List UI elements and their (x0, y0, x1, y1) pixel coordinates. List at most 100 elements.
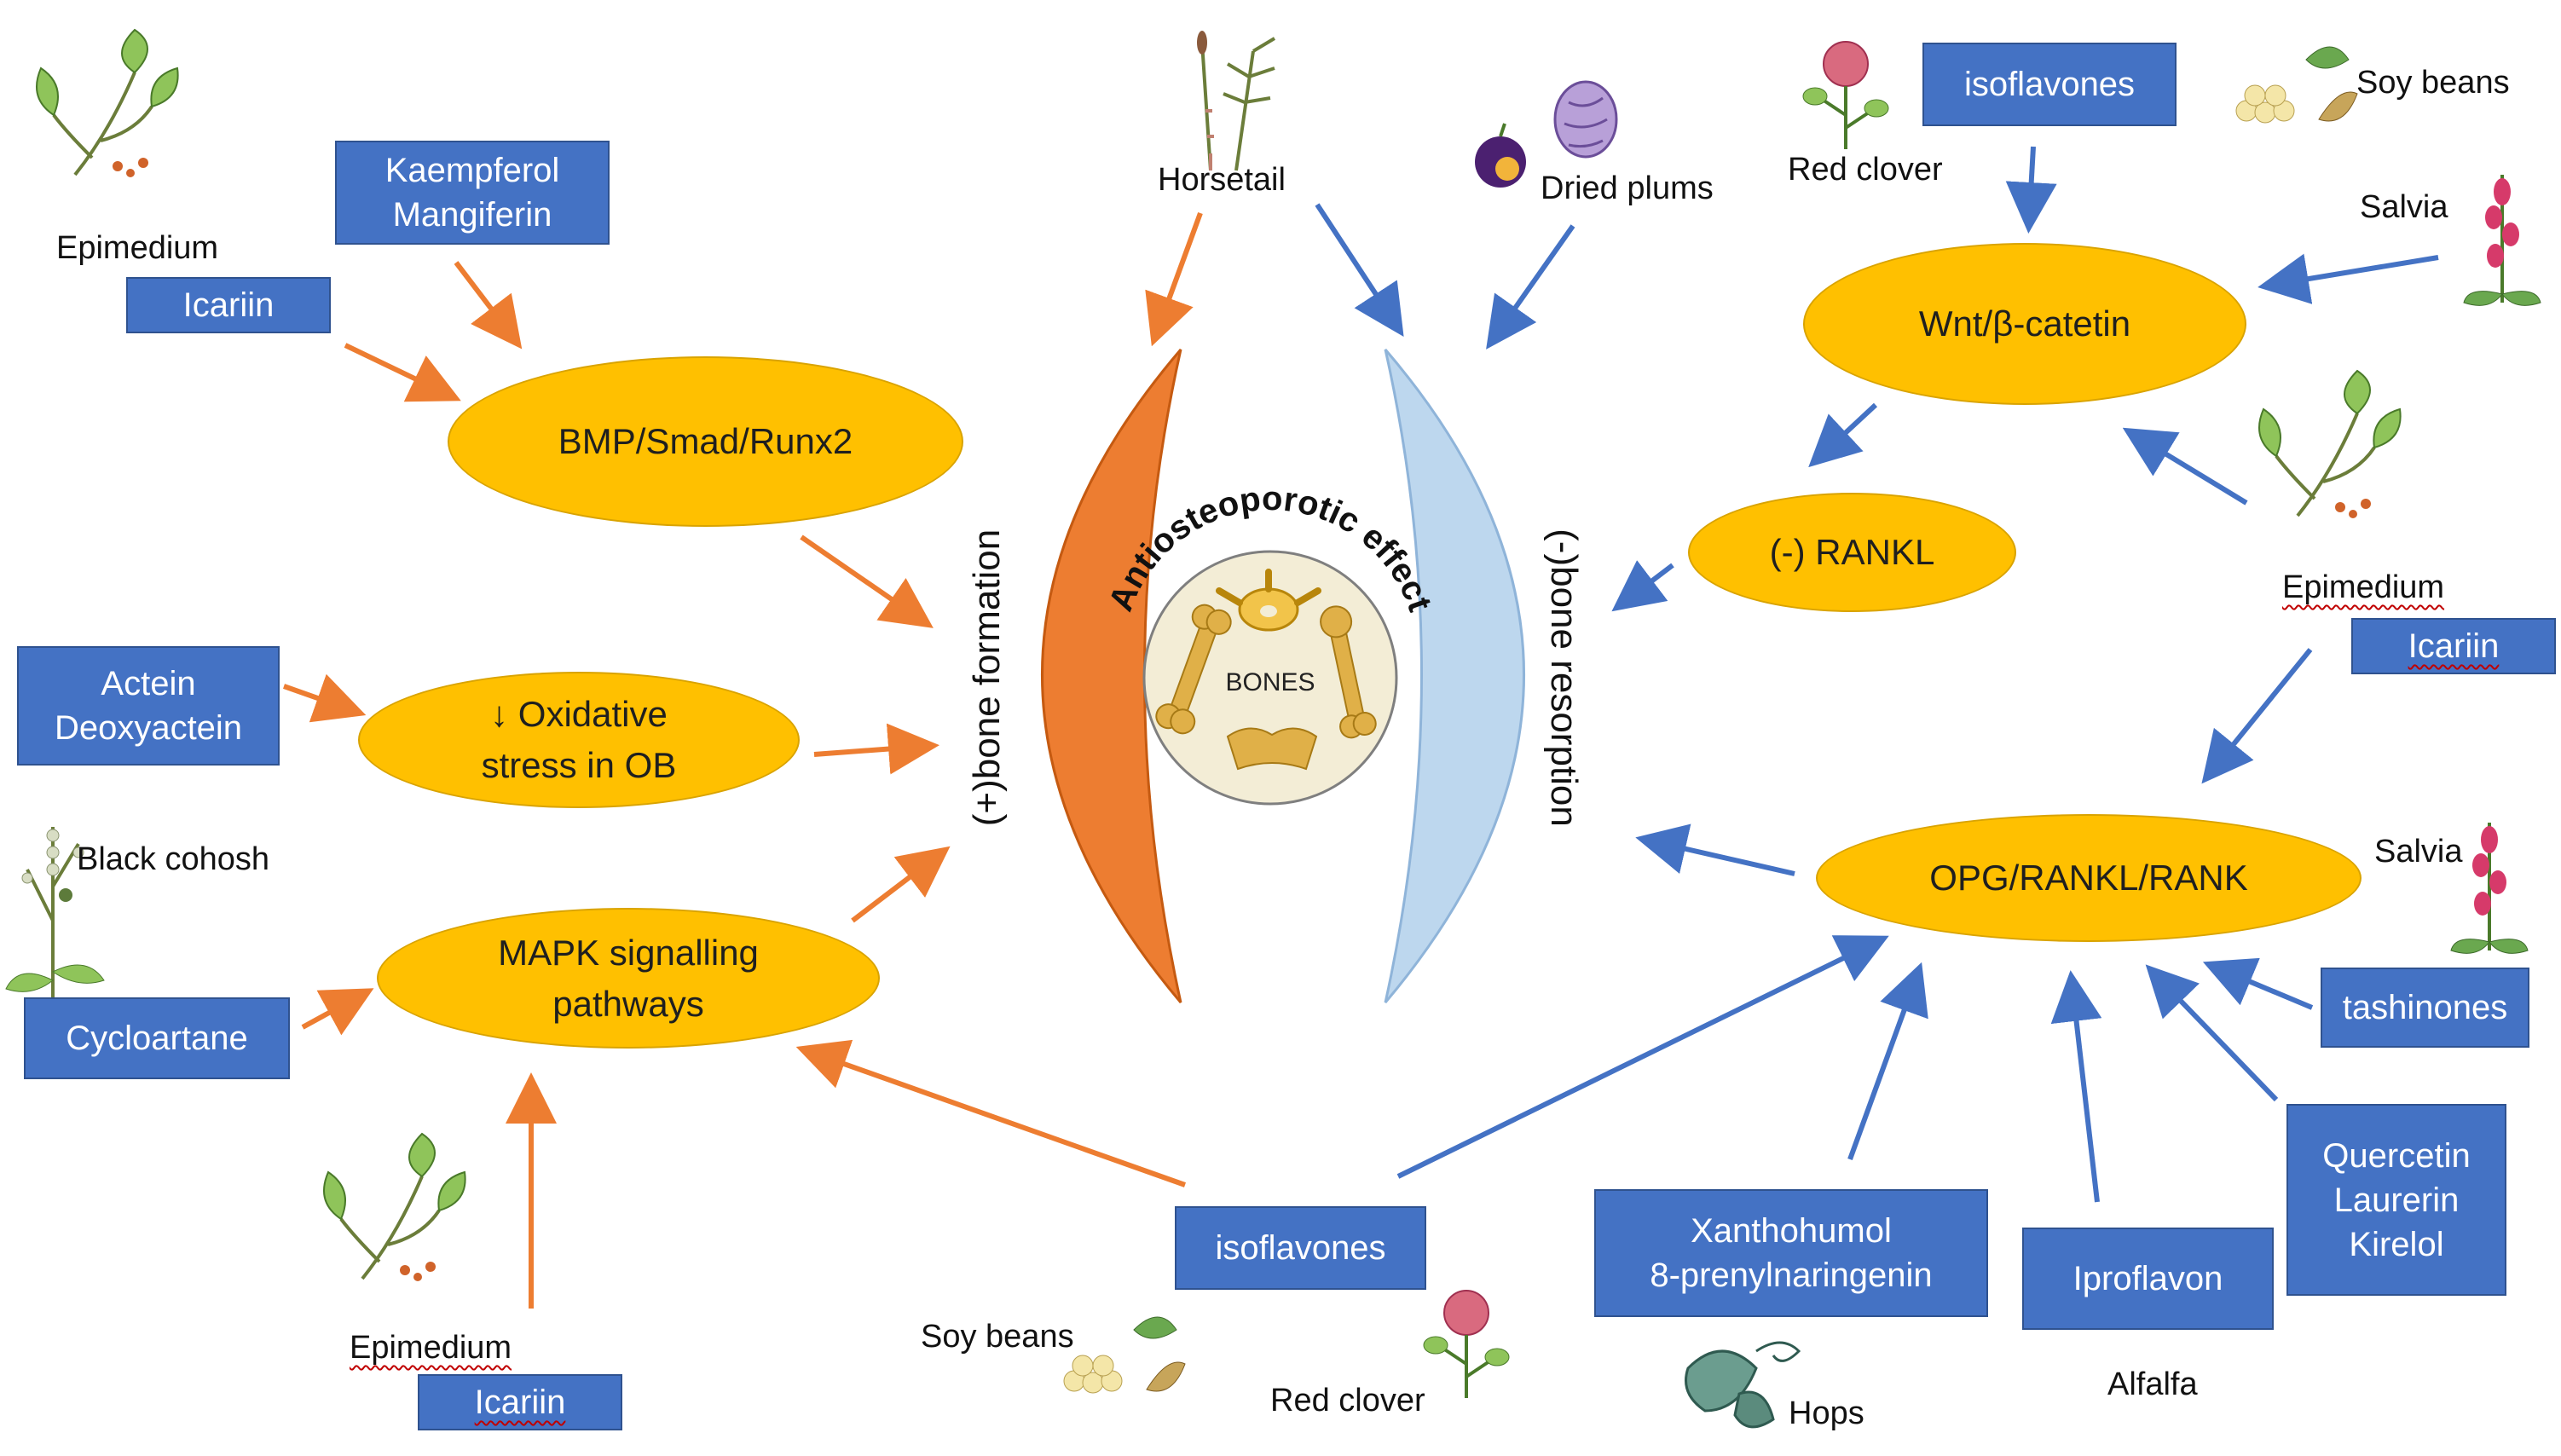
soy-beans-label-top: Soy beans (2356, 65, 2510, 101)
icariin-box-top-left: Icariin (126, 277, 331, 333)
humerus-icon (1320, 605, 1377, 739)
isoflavones-box-top: isoflavones (1922, 43, 2177, 126)
black-cohosh-icon (5, 827, 105, 997)
icariin-box-bottom-left: Icariin (418, 1374, 622, 1430)
oxidative-line2: stress in OB (481, 745, 677, 785)
salvia-icon (2450, 823, 2529, 954)
hops-icon (1685, 1341, 1801, 1429)
mapk-oval: MAPK signalling pathways (377, 908, 880, 1049)
arrow-tashinones-to-opg (2202, 957, 2314, 1010)
hops-label: Hops (1789, 1395, 1864, 1431)
alfalfa-label: Alfalfa (2107, 1366, 2198, 1402)
prenylnaringenin-label: 8-prenylnaringenin (1650, 1257, 1933, 1294)
arrow-mapk-to-formation (851, 846, 951, 923)
epimedium-label-bottom-left: Epimedium (350, 1330, 512, 1366)
arrow-oxidative-to-formation (813, 723, 939, 775)
arrow-xanthohumol-to-opg (1847, 962, 1928, 1161)
vertebra-icon (1216, 569, 1321, 632)
red-clover-icon (1423, 1290, 1510, 1398)
iproflavon-box: Iproflavon (2022, 1228, 2274, 1330)
deoxyactein-label: Deoxyactein (54, 709, 243, 747)
arrow-isoflavones-to-mapk (795, 1039, 1187, 1187)
arrow-compounds-to-bmp (454, 261, 523, 350)
arrow-horsetail-to-formation (1145, 211, 1203, 347)
wnt-label: Wnt/β-catetin (1918, 303, 2131, 344)
mapk-line1: MAPK signalling (498, 932, 759, 973)
tashinones-label: tashinones (2342, 989, 2508, 1026)
epimedium-icon (2258, 369, 2402, 518)
horsetail-label: Horsetail (1158, 162, 1286, 198)
opg-label: OPG/RANKL/RANK (1929, 858, 2248, 898)
mangiferin-label: Mangiferin (392, 196, 552, 234)
soy-beans-icon (1063, 1316, 1186, 1394)
arrow-salvia-to-wnt (2257, 253, 2439, 304)
arrow-bmp-to-formation (800, 534, 934, 628)
actein-deoxyactein-box: Actein Deoxyactein (17, 646, 280, 766)
dried-plums-icon (1475, 80, 1618, 188)
laurerin-label: Laurerin (2333, 1181, 2460, 1219)
epimedium-icon (36, 28, 179, 177)
bmp-label: BMP/Smad/Runx2 (558, 421, 853, 461)
arrow-iproflavon-to-opg (2050, 970, 2102, 1203)
arrow-horsetail-to-resorption (1315, 203, 1404, 338)
soy-beans-icon (2235, 46, 2358, 124)
quercetin-laurerin-kirelol-box: Quercetin Laurerin Kirelol (2286, 1104, 2506, 1296)
epimedium-label-top-left: Epimedium (56, 230, 219, 266)
horsetail-icon (1197, 31, 1276, 171)
bone-resorption-crescent (1384, 349, 1525, 1003)
blue-arrows (1315, 146, 2439, 1203)
iproflavon-label: Iproflavon (2073, 1260, 2223, 1297)
xanthohumol-label: Xanthohumol (1691, 1212, 1892, 1250)
rankl-oval: (-) RANKL (1688, 493, 2016, 612)
wnt-oval: Wnt/β-catetin (1803, 243, 2246, 405)
dried-plums-label: Dried plums (1541, 170, 1714, 206)
bone-formation-crescent (1041, 349, 1182, 1003)
femur-icon (1155, 604, 1232, 735)
tashinones-box: tashinones (2321, 968, 2529, 1048)
kirelol-label: Kirelol (2349, 1225, 2444, 1263)
cycloartane-label: Cycloartane (66, 1020, 248, 1057)
red-clover-icon (1802, 41, 1889, 149)
kaempferol-label: Kaempferol (384, 152, 560, 189)
kaempferol-mangiferin-box: Kaempferol Mangiferin (335, 141, 610, 245)
salvia-label-top: Salvia (2360, 189, 2448, 225)
isoflavones-label: isoflavones (1215, 1229, 1386, 1267)
isoflavones-label: isoflavones (1963, 66, 2136, 103)
black-cohosh-label: Black cohosh (77, 841, 270, 877)
icariin-label: Icariin (182, 286, 275, 324)
epimedium-icon (323, 1132, 466, 1281)
bmp-smad-runx2-oval: BMP/Smad/Runx2 (448, 356, 963, 527)
icariin-box-right: Icariin (2351, 618, 2556, 674)
cycloartane-box: Cycloartane (24, 997, 290, 1079)
arrow-isoflavones-to-wnt (2005, 146, 2057, 234)
arrow-isoflavones-to-opg (1396, 935, 1889, 1179)
icariin-label: Icariin (474, 1384, 566, 1421)
arrow-wnt-to-rankl (1808, 402, 1878, 468)
mapk-line2: pathways (552, 983, 704, 1024)
orange-arrows (283, 211, 1203, 1309)
quercetin-label: Quercetin (2322, 1136, 2471, 1175)
oxidative-stress-oval: ↓ Oxidative stress in OB (358, 672, 800, 808)
icariin-label: Icariin (2408, 627, 2500, 665)
bone-formation-label: (+)bone formation (966, 529, 1008, 827)
rankl-label: (-) RANKL (1769, 532, 1935, 572)
salvia-icon (2463, 175, 2541, 306)
bones-label: BONES (1225, 668, 1315, 696)
soy-beans-label-bottom: Soy beans (921, 1319, 1074, 1355)
isoflavones-box-bottom: isoflavones (1175, 1206, 1426, 1290)
epimedium-label-right: Epimedium (2282, 569, 2445, 605)
opg-rankl-rank-oval: OPG/RANKL/RANK (1816, 814, 2362, 942)
arrow-quercetin-to-opg (2145, 964, 2279, 1102)
arrow-plums-to-resorption (1486, 224, 1575, 350)
arrow-rankl-to-resorption (1611, 560, 1674, 612)
bone-resorption-label: (-)bone resorption (1543, 529, 1585, 827)
xanthohumol-box: Xanthohumol 8-prenylnaringenin (1594, 1189, 1988, 1317)
arrow-epimedium-to-wnt (2122, 427, 2248, 506)
arrow-cycloartane-to-mapk (301, 988, 374, 1036)
red-clover-label-top: Red clover (1788, 152, 1943, 188)
arrow-icariin-to-opg (2201, 648, 2313, 784)
red-clover-label-bottom: Red clover (1270, 1383, 1425, 1418)
actein-label: Actein (101, 665, 196, 702)
